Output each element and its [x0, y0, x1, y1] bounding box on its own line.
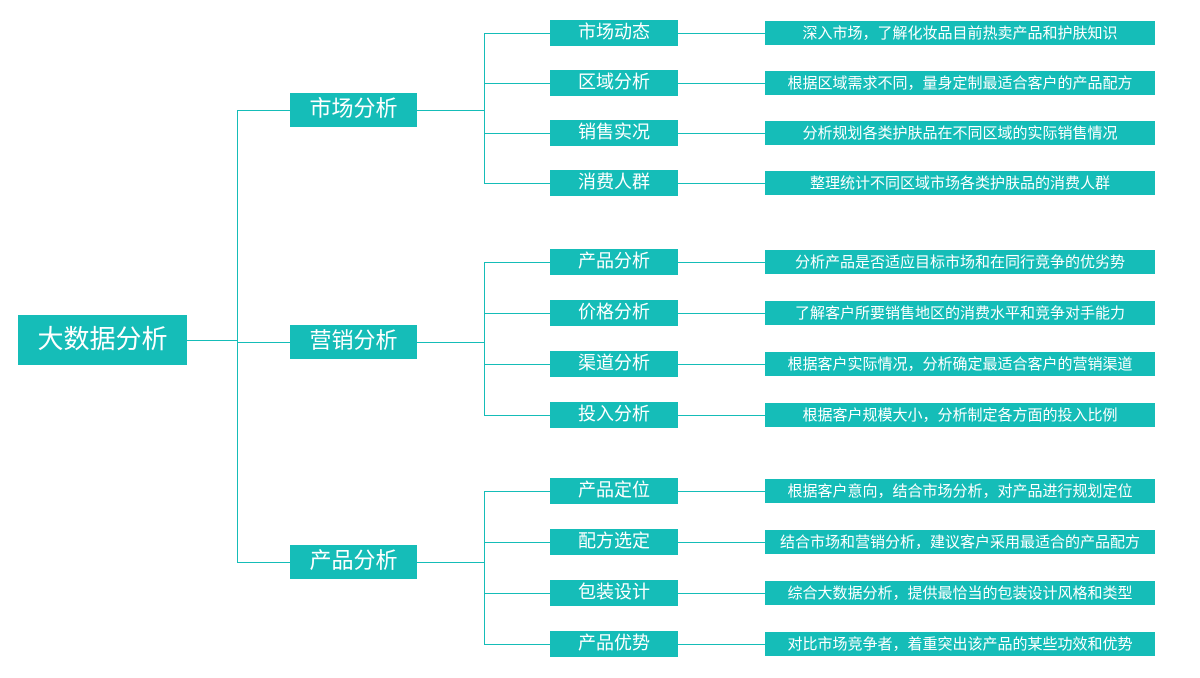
subtopic-node-investment-analysis: 投入分析 — [550, 402, 678, 428]
connector-line — [237, 342, 290, 343]
description-node: 分析规划各类护肤品在不同区域的实际销售情况 — [765, 121, 1155, 145]
description-node: 根据客户实际情况，分析确定最适合客户的营销渠道 — [765, 352, 1155, 376]
description-node: 对比市场竞争者，着重突出该产品的某些功效和优势 — [765, 632, 1155, 656]
connector-line — [237, 110, 290, 111]
connector-line — [678, 313, 765, 314]
description-node: 分析产品是否适应目标市场和在同行竞争的优劣势 — [765, 250, 1155, 274]
connector-line — [484, 313, 550, 314]
description-node: 根据客户规模大小，分析制定各方面的投入比例 — [765, 403, 1155, 427]
subtopic-node-product-positioning: 产品定位 — [550, 478, 678, 504]
connector-line — [678, 644, 765, 645]
description-node: 结合市场和营销分析，建议客户采用最适合的产品配方 — [765, 530, 1155, 554]
description-node: 综合大数据分析，提供最恰当的包装设计风格和类型 — [765, 581, 1155, 605]
connector-line — [678, 491, 765, 492]
connector-line — [678, 183, 765, 184]
subtopic-node-regional-analysis: 区域分析 — [550, 70, 678, 96]
subtopic-node-sales-status: 销售实况 — [550, 120, 678, 146]
connector-line — [678, 133, 765, 134]
connector-line — [187, 340, 237, 341]
subtopic-node-product-analysis: 产品分析 — [550, 249, 678, 275]
description-node: 了解客户所要销售地区的消费水平和竞争对手能力 — [765, 301, 1155, 325]
connector-line — [678, 415, 765, 416]
connector-line — [484, 542, 550, 543]
branch-node-product-analysis: 产品分析 — [290, 545, 417, 579]
subtopic-node-consumer-groups: 消费人群 — [550, 170, 678, 196]
connector-line — [417, 110, 484, 111]
branch-node-marketing-analysis: 营销分析 — [290, 325, 417, 359]
description-node: 根据客户意向，结合市场分析，对产品进行规划定位 — [765, 479, 1155, 503]
subtopic-node-packaging-design: 包装设计 — [550, 580, 678, 606]
subtopic-node-formula-selection: 配方选定 — [550, 529, 678, 555]
branch-node-market-analysis: 市场分析 — [290, 93, 417, 127]
description-node: 深入市场，了解化妆品目前热卖产品和护肤知识 — [765, 21, 1155, 45]
connector-line — [237, 562, 290, 563]
connector-line — [678, 364, 765, 365]
connector-line — [678, 83, 765, 84]
connector-line — [484, 262, 550, 263]
subtopic-node-price-analysis: 价格分析 — [550, 300, 678, 326]
connector-line — [484, 33, 550, 34]
subtopic-node-product-advantages: 产品优势 — [550, 631, 678, 657]
connector-line — [237, 110, 238, 563]
connector-line — [678, 262, 765, 263]
connector-line — [484, 415, 550, 416]
connector-line — [417, 562, 484, 563]
connector-line — [484, 593, 550, 594]
description-node: 整理统计不同区域市场各类护肤品的消费人群 — [765, 171, 1155, 195]
subtopic-node-market-dynamics: 市场动态 — [550, 20, 678, 46]
connector-line — [484, 262, 485, 416]
connector-line — [678, 33, 765, 34]
subtopic-node-channel-analysis: 渠道分析 — [550, 351, 678, 377]
connector-line — [678, 593, 765, 594]
connector-line — [417, 342, 484, 343]
connector-line — [484, 83, 550, 84]
connector-line — [484, 133, 550, 134]
connector-line — [484, 644, 550, 645]
connector-line — [484, 183, 550, 184]
root-node-big-data-analysis: 大数据分析 — [18, 315, 187, 365]
connector-line — [678, 542, 765, 543]
connector-line — [484, 491, 550, 492]
connector-line — [484, 491, 485, 645]
connector-line — [484, 33, 485, 184]
connector-line — [484, 364, 550, 365]
description-node: 根据区域需求不同，量身定制最适合客户的产品配方 — [765, 71, 1155, 95]
